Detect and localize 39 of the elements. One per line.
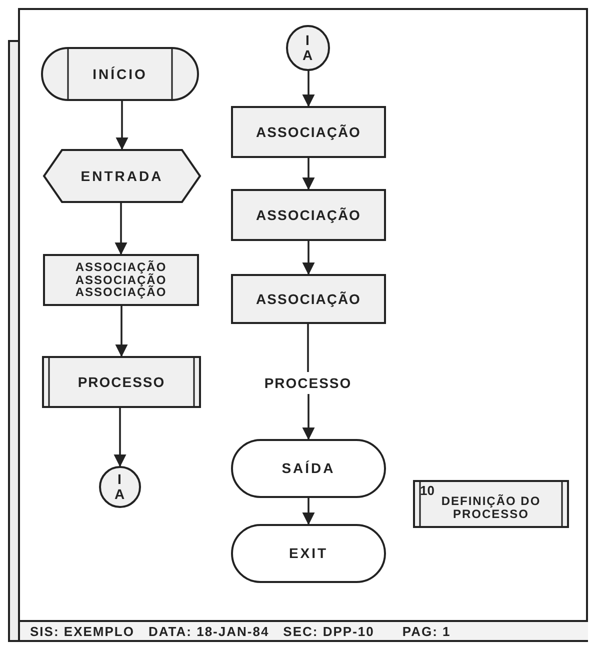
- process-box: [232, 107, 385, 157]
- node-label: I A: [114, 472, 126, 502]
- arrow: [302, 70, 315, 107]
- arrow: [302, 240, 315, 275]
- process-box: [44, 255, 198, 305]
- node-label: SAÍDA: [282, 461, 336, 476]
- node-label: ASSOCIAÇÃO: [256, 292, 361, 306]
- arrow: [116, 100, 128, 150]
- process-number: 10: [420, 483, 434, 498]
- node-label: PROCESSO: [78, 374, 166, 390]
- output-terminal: [232, 440, 385, 497]
- process-definition-box: [414, 481, 568, 527]
- process-box: [232, 190, 385, 240]
- start-terminal: [42, 48, 198, 100]
- node-label: ASSOCIAÇÃO ASSOCIAÇÃO ASSOCIAÇÃO: [74, 261, 168, 299]
- footer-text: SEC: DPP-10: [283, 624, 374, 638]
- node-label: ASSOCIAÇÃO: [256, 208, 361, 222]
- arrow: [115, 305, 128, 357]
- arrow: [114, 407, 126, 467]
- node-label: ASSOCIAÇÃO: [256, 124, 361, 140]
- node-label: I A: [302, 33, 314, 63]
- footer-text: PAG: 1: [402, 624, 451, 638]
- arrow: [302, 497, 315, 525]
- node-label: EXIT: [288, 546, 328, 561]
- process-box: [232, 275, 385, 323]
- predefined-process-box: [43, 357, 200, 407]
- arrow: [114, 202, 128, 255]
- node-label: PROCESSO: [264, 376, 352, 390]
- arrow: [302, 394, 315, 440]
- node-label: ENTRADA: [80, 168, 164, 184]
- input-hexagon: [44, 150, 200, 202]
- node-label: INÍCIO: [92, 66, 148, 82]
- footer-text: DATA: 18-JAN-84: [148, 624, 270, 638]
- connector-circle: [287, 26, 329, 70]
- connector-circle: [100, 467, 140, 507]
- arrow: [302, 157, 315, 190]
- exit-terminal: [232, 525, 385, 582]
- footer-text: SIS: EXEMPLO: [30, 624, 134, 638]
- node-label: DEFINIÇÃO DO PROCESSO: [440, 495, 542, 521]
